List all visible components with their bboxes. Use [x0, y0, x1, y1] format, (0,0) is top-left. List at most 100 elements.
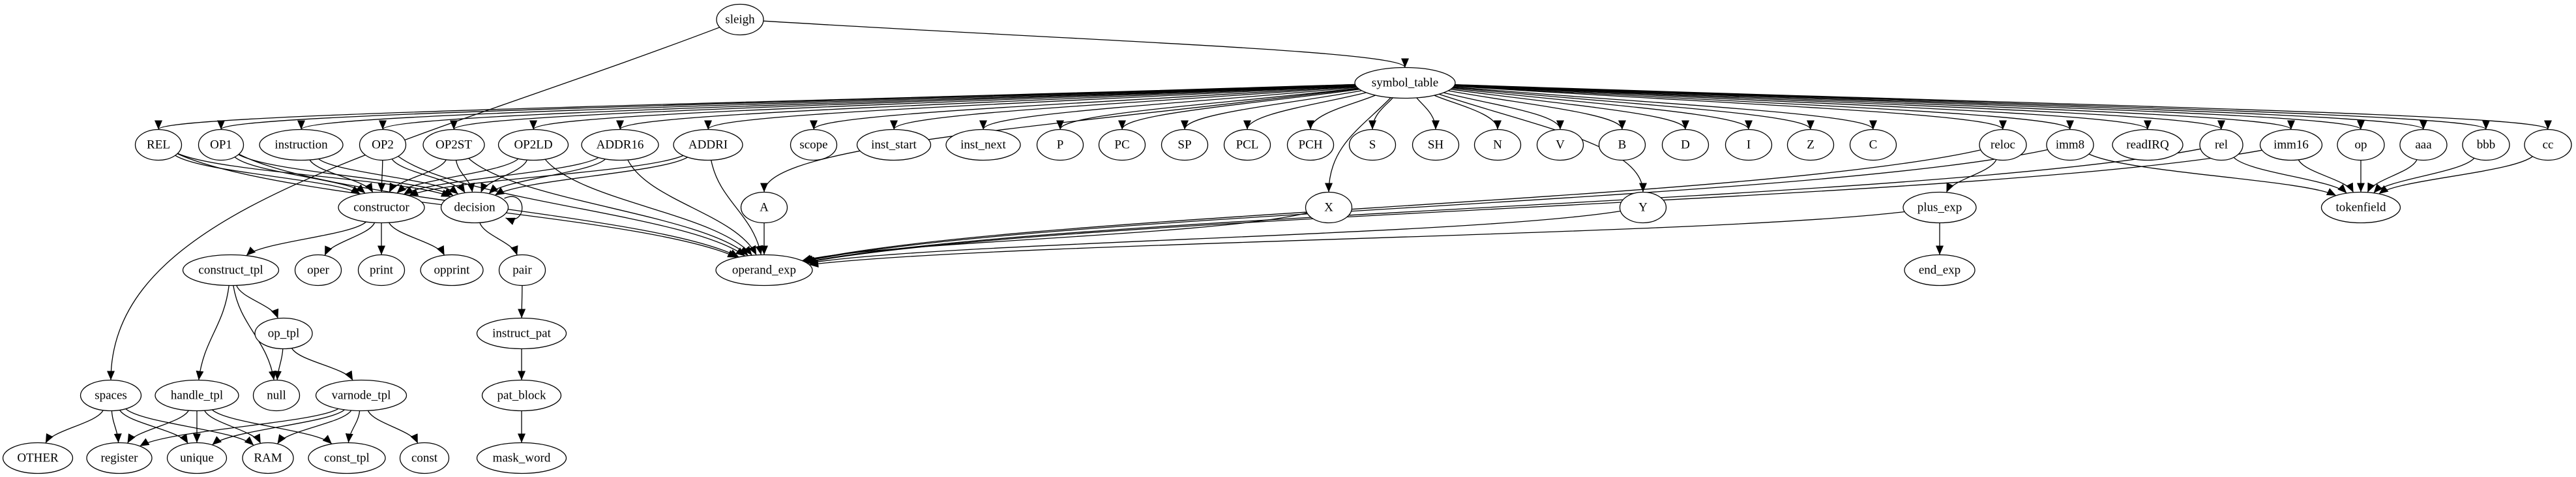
- node-const-tpl: const_tpl: [308, 442, 386, 474]
- edge-symbol_table-to-A: [760, 88, 1359, 192]
- node-shape: [1354, 67, 1456, 99]
- edge-cc-to-tokenfield: [2378, 156, 2533, 194]
- node-shape: [497, 129, 569, 161]
- edge-imm16-to-tokenfield: [2298, 159, 2354, 193]
- edge-symbol_table-to-bbb: [1455, 84, 2490, 130]
- node-y: Y: [1619, 191, 1667, 224]
- node-label: N: [1493, 138, 1502, 152]
- edge-OP2-to-constructor: [378, 160, 386, 192]
- node-label: P: [1057, 138, 1064, 152]
- edge-ADDRI-to-decision: [494, 157, 688, 196]
- node-shape: [1473, 129, 1522, 161]
- node-shape: [673, 129, 743, 161]
- node-label: decision: [454, 201, 496, 215]
- edge-rel-to-operand_exp: [805, 148, 2201, 265]
- node-shape: [2399, 129, 2448, 161]
- node-shape: [420, 254, 484, 286]
- node-c: C: [1849, 129, 1897, 161]
- node-label: operand_exp: [732, 264, 796, 277]
- node-shape: [338, 191, 425, 224]
- node-tokenfield: tokenfield: [2320, 191, 2401, 224]
- node-label: OP1: [210, 138, 232, 152]
- node-shape: [166, 442, 228, 474]
- edge-plus_exp-to-operand_exp: [809, 211, 1905, 268]
- node-rel: REL: [134, 129, 183, 161]
- node-label: plus_exp: [1917, 201, 1962, 215]
- edge-symbol_table-to-cc: [1455, 84, 2552, 131]
- edge-imm8-to-operand_exp: [804, 149, 2048, 264]
- node-label: I: [1747, 138, 1751, 152]
- node-label: reloc: [1991, 138, 2015, 152]
- edge-symbol_table-to-PCH: [1307, 95, 1376, 130]
- edge-symbol_table-to-S: [1369, 97, 1393, 130]
- edge-symbol_table-to-OP2: [379, 84, 1355, 130]
- edge-OP2ST-to-operand_exp: [468, 158, 749, 256]
- node-shape: [182, 254, 280, 286]
- node-varnode-tpl: varnode_tpl: [315, 379, 407, 412]
- edge-symbol_table-to-REL: [155, 84, 1355, 131]
- edge-varnode_tpl-to-const_tpl: [345, 410, 361, 443]
- edge-symbol_table-to-D: [1450, 89, 1689, 130]
- node-shape: [1902, 191, 1977, 224]
- node-handle-tpl: handle_tpl: [155, 379, 239, 412]
- edge-symbol_table-to-rel: [1455, 85, 2225, 130]
- edge-handle_tpl-to-register: [126, 410, 189, 444]
- edge-symbol_table-to-op: [1455, 84, 2365, 130]
- node-instruct-pat: instruct_pat: [476, 317, 567, 350]
- node-shape: [359, 129, 407, 161]
- node-rel: rel: [2199, 129, 2243, 161]
- node-shape: [856, 129, 932, 161]
- node-label: PCL: [1236, 138, 1259, 152]
- edge-X-to-operand_exp: [802, 212, 1307, 262]
- node-label: varnode_tpl: [332, 389, 391, 403]
- node-opprint: opprint: [420, 254, 484, 286]
- node-shape: [155, 379, 239, 412]
- node-shape: [2199, 129, 2243, 161]
- node-decision: decision: [440, 191, 509, 224]
- edge-constructor-to-opprint: [389, 222, 445, 256]
- node-spaces: spaces: [80, 379, 142, 412]
- node-shape: [498, 254, 546, 286]
- node-oper: oper: [294, 254, 342, 286]
- node-label: scope: [799, 138, 827, 152]
- node-shape: [1979, 129, 2027, 161]
- node-label: mask_word: [493, 452, 551, 465]
- edge-OP2LD-to-operand_exp: [544, 159, 752, 256]
- node-label: pair: [512, 264, 532, 277]
- node-operand-exp: operand_exp: [715, 254, 813, 286]
- node-shape: [2462, 129, 2510, 161]
- edge-handle_tpl-to-const_tpl: [211, 409, 333, 444]
- node-v: V: [1536, 129, 1584, 161]
- node-label: spaces: [95, 389, 127, 403]
- node-op2: OP2: [359, 129, 407, 161]
- node-imm8: imm8: [2046, 129, 2094, 161]
- node-shape: [716, 3, 764, 36]
- edge-imm16-to-operand_exp: [805, 149, 2262, 265]
- edge-symbol_table-to-aaa: [1455, 84, 2427, 130]
- edge-ADDR16-to-constructor: [403, 157, 599, 195]
- node-shape: [715, 254, 813, 286]
- edge-sleigh-to-symbol_table: [763, 20, 1409, 68]
- node-label: instruction: [274, 138, 328, 152]
- node-label: REL: [147, 138, 170, 152]
- node-shape: [399, 442, 450, 474]
- node-label: sleigh: [725, 13, 755, 27]
- edge-ADDRI-to-operand_exp: [711, 160, 763, 255]
- node-label: B: [1618, 138, 1627, 152]
- node-shape: [357, 254, 406, 286]
- node-shape: [1305, 191, 1353, 224]
- node-label: tokenfield: [2335, 201, 2386, 215]
- edge-instruction-to-constructor: [309, 159, 374, 193]
- edge-symbol_table-to-scope: [810, 85, 1356, 130]
- node-pat-block: pat_block: [481, 379, 562, 412]
- node-shape: [476, 442, 567, 474]
- node-shape: [2337, 129, 2385, 161]
- edge-sleigh-to-spaces: [107, 27, 720, 380]
- node-readirq: readIRQ: [2112, 129, 2184, 161]
- node-label: OP2ST: [436, 138, 472, 152]
- node-shape: [440, 191, 509, 224]
- node-instruction: instruction: [259, 129, 344, 161]
- edge-varnode_tpl-to-register: [140, 408, 339, 447]
- edge-OP1-to-constructor: [234, 157, 366, 194]
- node-d: D: [1661, 129, 1710, 161]
